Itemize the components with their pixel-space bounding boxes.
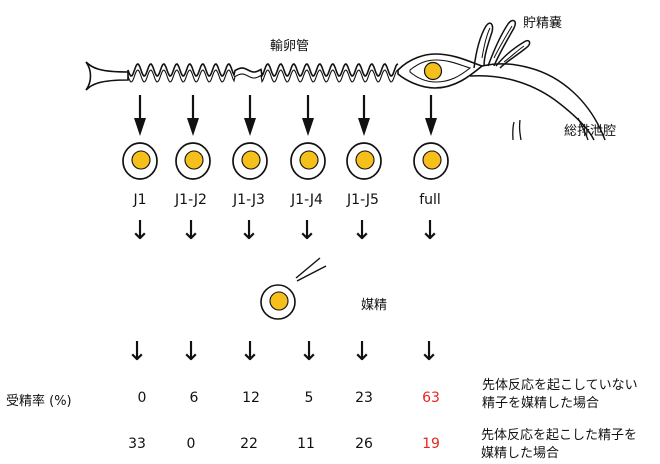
down-arrow-icon: ↓ <box>418 337 440 367</box>
down-arrow-icon: ↓ <box>296 216 318 246</box>
rate-value: 12 <box>242 390 260 406</box>
arrow-head-icon <box>358 118 370 136</box>
rate-value-highlight: 63 <box>422 390 440 406</box>
arrow-head-icon <box>302 118 314 136</box>
rate-value: 26 <box>355 436 373 452</box>
arrow-head-icon <box>134 118 146 136</box>
egg-J1-J4 <box>290 142 326 180</box>
rate-value: 23 <box>355 390 373 406</box>
down-arrow-icon: ↓ <box>351 337 373 367</box>
rate-value: 33 <box>128 436 146 452</box>
cloaca-tube <box>481 63 606 141</box>
arrow-head-icon <box>425 118 437 136</box>
rate-value: 0 <box>186 436 196 452</box>
down-arrow-icon: ↓ <box>126 337 148 367</box>
egg-J1-J3 <box>232 142 268 180</box>
rate-value: 0 <box>137 390 147 406</box>
rate-value: 11 <box>297 436 315 452</box>
insemination-pipette <box>295 257 327 282</box>
note-line: 媒精した場合 <box>481 446 560 461</box>
oviduct-funnel <box>85 61 129 91</box>
oviduct-egg-chamber-inner <box>409 59 472 83</box>
oviduct-label: 輸卵管 <box>270 39 310 54</box>
note-line: 精子を媒精した場合 <box>482 396 600 411</box>
oviduct-egg-chamber <box>397 53 484 89</box>
rate-value: 22 <box>240 436 258 452</box>
condition-note-reacted: 先体反応を起こした精子を 媒精した場合 <box>481 427 637 463</box>
condition-note-unreacted: 先体反応を起こしていない 精子を媒精した場合 <box>482 377 638 413</box>
egg-J1-J5 <box>346 142 382 180</box>
segment-label: J1-J5 <box>347 192 379 208</box>
arrow-head-icon <box>244 118 256 136</box>
rate-value: 6 <box>189 390 199 406</box>
segment-label: J1-J4 <box>291 192 323 208</box>
insemination-label: 媒精 <box>361 298 388 313</box>
down-arrow-icon: ↓ <box>351 216 373 246</box>
down-arrow-icon: ↓ <box>238 216 260 246</box>
down-arrow-icon: ↓ <box>419 216 441 246</box>
cloaca-wall <box>512 117 589 141</box>
seminal-receptacle-inner <box>481 25 525 63</box>
note-line: 先体反応を起こしていない <box>482 378 638 393</box>
inseminated-egg <box>260 284 296 320</box>
cloaca-tube-lower <box>469 74 595 141</box>
segment-label: J1-J2 <box>175 192 207 208</box>
egg-in-oviduct <box>423 61 443 81</box>
down-arrow-icon: ↓ <box>129 216 151 246</box>
down-arrow-icon: ↓ <box>180 216 202 246</box>
oviduct-coil <box>127 63 399 78</box>
egg-J1-J2 <box>175 142 211 180</box>
down-arrow-icon: ↓ <box>239 337 261 367</box>
rate-value-highlight: 19 <box>422 436 440 452</box>
segment-label: J1-J3 <box>233 192 265 208</box>
note-line: 先体反応を起こした精子を <box>481 428 638 443</box>
rate-value: 5 <box>304 390 314 406</box>
seminal-receptacle <box>473 19 531 69</box>
segment-label: full <box>419 192 441 208</box>
fertilization-rate-label: 受精率 (%) <box>6 394 72 409</box>
egg-full <box>413 142 449 180</box>
seminal-receptacle-label: 貯精嚢 <box>523 16 563 31</box>
segment-label: J1 <box>133 192 147 208</box>
egg-J1 <box>122 142 158 180</box>
down-arrow-icon: ↓ <box>298 337 320 367</box>
cloaca-label: 総排泄腔 <box>564 124 617 139</box>
down-arrow-icon: ↓ <box>180 337 202 367</box>
oviduct-coil-inner <box>127 69 399 84</box>
arrow-head-icon <box>187 118 199 136</box>
